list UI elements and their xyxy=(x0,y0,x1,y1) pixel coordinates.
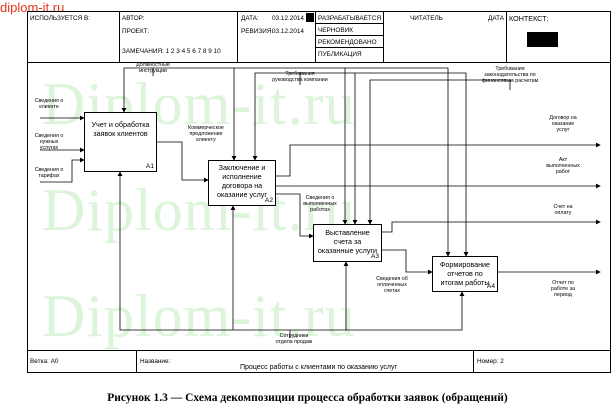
label-out-act: Акт выполненных работ xyxy=(546,157,580,175)
context-thumbnail xyxy=(527,32,558,47)
label-out-contract: Договор на оказание услуг xyxy=(549,115,577,133)
diagram-title: Процесс работы с клиентами по оказанию у… xyxy=(240,364,398,371)
arrow-ctrl-law xyxy=(367,79,511,225)
activity-box-a3[interactable]: Выставление счета за оказанные услуги A3 xyxy=(313,224,382,262)
arrow-ctrl-instr-a2 xyxy=(153,67,237,161)
arrow-staff-a1 xyxy=(117,171,291,338)
label-in-services: Сведения о нужных услугах xyxy=(34,133,64,151)
date-label: ДАТА: xyxy=(241,15,259,22)
label-out-report: Отчет по работе за период xyxy=(551,280,575,298)
arrow-ctrl-mgmt xyxy=(252,72,301,161)
notes-label: ЗАМЕЧАНИЯ: 1 2 3 4 5 6 7 8 9 10 xyxy=(122,48,221,55)
idef0-frame xyxy=(27,11,611,373)
arrow-commercial xyxy=(157,141,209,183)
arrow-out-invoice xyxy=(382,219,601,233)
label-commercial: Коммерческое предложение клиенту xyxy=(188,125,224,143)
date-value: 03.12.2014 xyxy=(272,15,304,22)
arrow-staff-a4 xyxy=(346,291,465,331)
activity-a2-number: A2 xyxy=(264,197,273,204)
used-at-label: ИСПОЛЬЗУЕТСЯ В: xyxy=(30,15,91,22)
activity-box-a1[interactable]: Учет и обработка заявок клиентов A1 xyxy=(84,112,157,172)
activity-a3-number: A3 xyxy=(370,253,379,260)
label-paid: Сведения об оплаченных счетах xyxy=(376,276,408,294)
arrow-staff-a3 xyxy=(290,261,349,331)
label-completed: Сведения о выполненных работах xyxy=(303,195,337,213)
name-label: Название: xyxy=(140,358,171,365)
arrow-out-contract xyxy=(276,142,601,177)
activity-a1-label: Учет и обработка заявок клиентов xyxy=(91,120,150,138)
activity-a4-number: A4 xyxy=(486,283,495,290)
label-staff: Сотрудники отдела продаж xyxy=(275,333,313,345)
arrow-ctrl-instr-a1 xyxy=(121,67,154,113)
activity-a4-label: Формирование отчетов по итогам работы xyxy=(439,260,491,287)
arrow-ctrl-mgmt-a4 xyxy=(355,72,469,257)
figure-caption: Рисунок 1.3 — Схема декомпозиции процесс… xyxy=(107,392,508,404)
label-ctrl-law: Требования законодательства по финансовы… xyxy=(481,66,539,84)
node-label: Ветка: А0 xyxy=(30,358,59,365)
project-label: ПРОЕКТ: xyxy=(122,28,150,35)
number-value: 2 xyxy=(500,358,504,365)
arrow-ctrl-instr-a4 xyxy=(345,67,451,257)
context-label: КОНТЕКСТ: xyxy=(509,14,549,23)
status-marker xyxy=(306,13,314,22)
number-label: Номер: 2 xyxy=(477,358,504,365)
activity-box-a2[interactable]: Заключение и исполнение договора на оказ… xyxy=(208,160,276,206)
revision-label: РЕВИЗИЯ: xyxy=(241,28,274,35)
author-label: АВТОР: xyxy=(122,15,145,22)
label-out-invoice: Счет на оплату xyxy=(553,204,573,216)
label-in-tariffs: Сведения о тарифах xyxy=(34,167,64,179)
watermark-2: Diplom-it.ru xyxy=(42,177,356,243)
activity-a1-number: A1 xyxy=(145,163,154,170)
label-ctrl-instr: Должностные инструкции xyxy=(136,62,170,74)
watermark-3: Diplom-it.ru xyxy=(42,283,356,349)
activity-a3-label: Выставление счета за оказанные услуги xyxy=(317,228,378,255)
arrow-completed xyxy=(276,193,314,239)
activity-box-a4[interactable]: Формирование отчетов по итогам работы A4 xyxy=(432,256,498,292)
node-value: А0 xyxy=(50,358,59,365)
arrow-in-tariffs xyxy=(40,157,85,183)
date2-label: ДАТА xyxy=(488,15,505,22)
revision-value: 03.12.2014 xyxy=(272,28,304,35)
status-working: РАЗРАБАТЫВАЕТСЯ xyxy=(318,15,382,22)
label-in-client: Сведения о клиенте xyxy=(34,98,64,110)
status-publication: ПУБЛИКАЦИЯ xyxy=(318,51,362,58)
reader-label: ЧИТАТЕЛЬ xyxy=(410,15,443,22)
status-draft: ЧЕРНОВИК xyxy=(318,27,353,34)
status-recommended: РЕКОМЕНДОВАНО xyxy=(318,39,377,46)
arrow-paid xyxy=(382,249,433,275)
activity-a2-label: Заключение и исполнение договора на оказ… xyxy=(216,163,267,199)
label-ctrl-mgmt: Требования руководства компании xyxy=(272,71,328,83)
